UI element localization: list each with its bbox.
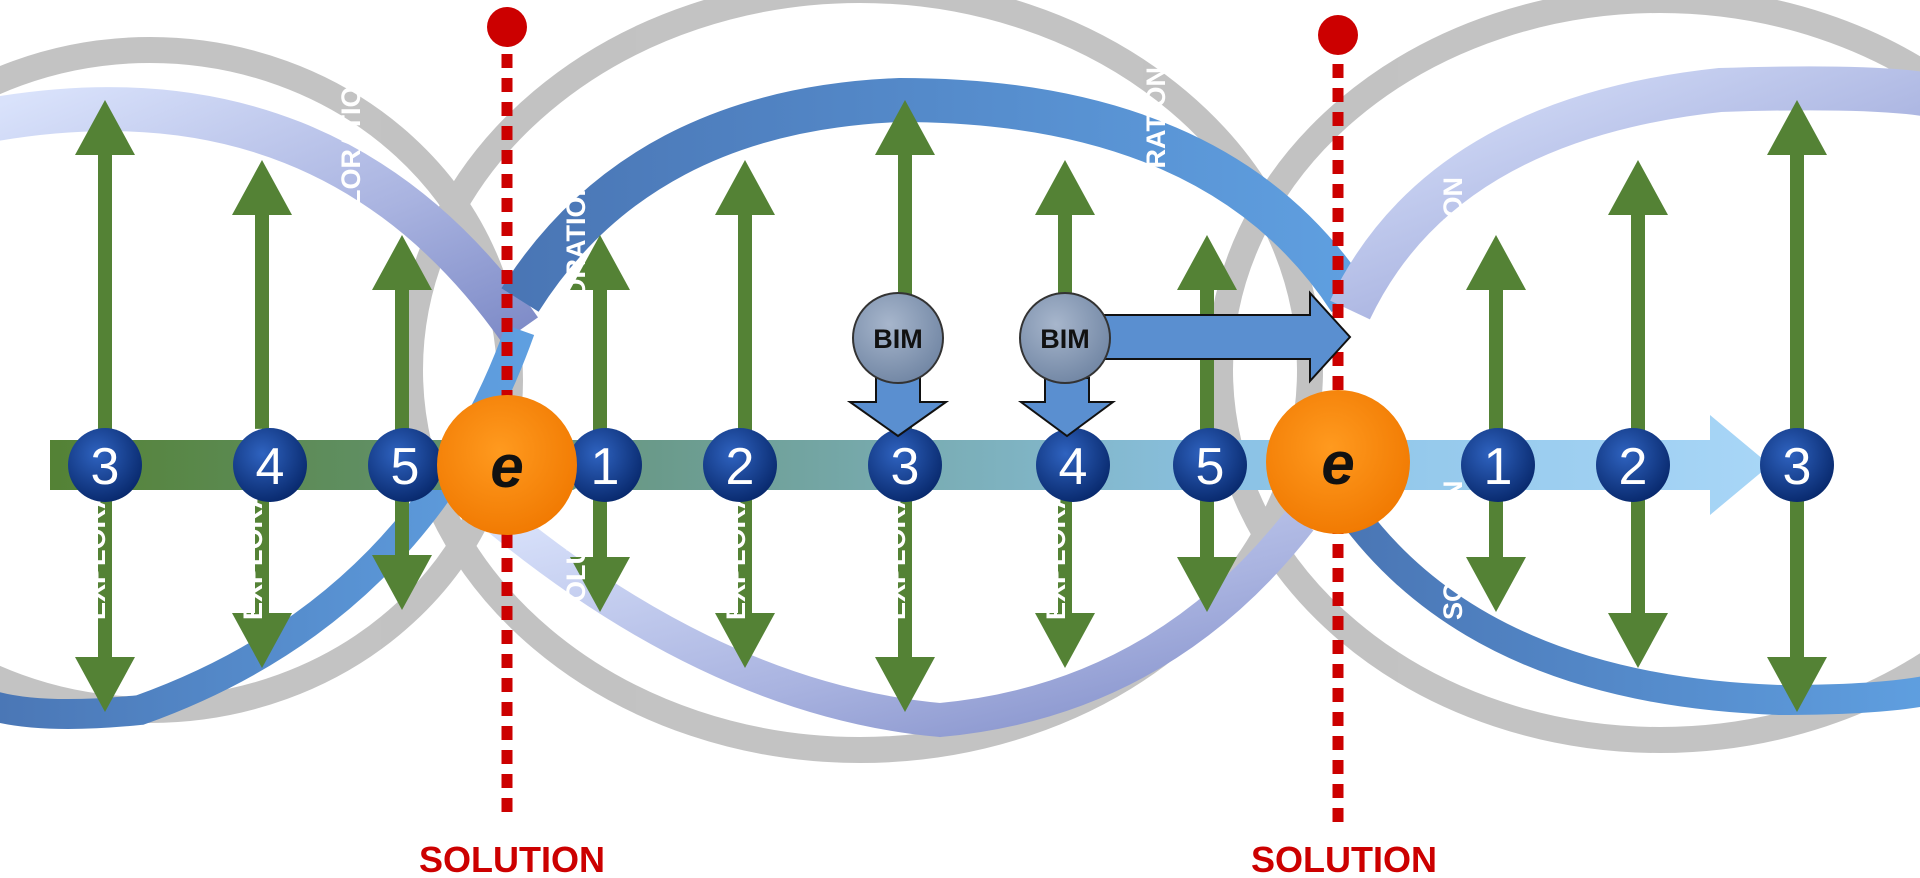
step-circle-1: 3 — [68, 428, 142, 502]
solution-node-2-label: e — [1321, 430, 1354, 497]
exploration-arrow-11 — [1767, 100, 1827, 712]
helix-ribbons — [0, 66, 1920, 738]
step-circle-4: 1 — [568, 428, 642, 502]
step-number-6: 3 — [891, 438, 920, 496]
vertical-label-9: EXPLORATION — [1141, 67, 1171, 260]
exploration-arrow-2 — [232, 160, 292, 668]
solution-caption-2: SOLUTION — [1251, 839, 1437, 878]
step-circle-11: 3 — [1760, 428, 1834, 502]
step-number-7: 4 — [1059, 438, 1088, 496]
step-number-1: 3 — [91, 438, 120, 496]
vertical-label-10: EXPLORATION — [1438, 177, 1468, 370]
exploration-arrow-10 — [1608, 160, 1668, 668]
bim-group-1: BIM — [846, 292, 950, 438]
step-circle-7: 4 — [1036, 428, 1110, 502]
step-circle-8: 5 — [1173, 428, 1247, 502]
exploration-arrow-5 — [715, 160, 775, 668]
solution-node-1: e — [437, 395, 577, 535]
step-number-10: 2 — [1619, 438, 1648, 496]
solution-dot-2 — [1318, 15, 1358, 55]
step-number-4: 1 — [591, 438, 620, 496]
bim-group-2: BIM — [1017, 290, 1352, 438]
exploration-arrow-1 — [75, 100, 135, 712]
solution-dot-1 — [487, 7, 527, 47]
step-number-5: 2 — [726, 438, 755, 496]
step-number-8: 5 — [1196, 438, 1225, 496]
step-circle-6: 3 — [868, 428, 942, 502]
vertical-label-4: EXPLORATION — [561, 177, 591, 370]
solution-node-2: e — [1266, 390, 1410, 534]
step-number-3: 5 — [391, 438, 420, 496]
step-number-11: 3 — [1783, 438, 1812, 496]
solution-node-1-label: e — [490, 433, 523, 500]
bim-label-1: BIM — [873, 324, 923, 354]
step-number-9: 1 — [1484, 438, 1513, 496]
step-circle-5: 2 — [703, 428, 777, 502]
vertical-label-5: SOLUTION — [561, 481, 591, 621]
vertical-label-11: SOLUTION — [1438, 481, 1468, 621]
step-number-2: 4 — [256, 438, 285, 496]
step-circle-9: 1 — [1461, 428, 1535, 502]
step-circles: 3 4 5 1 2 3 4 5 1 2 3 — [68, 428, 1834, 502]
bim-label-2: BIM — [1040, 324, 1090, 354]
exploration-arrow-9 — [1466, 235, 1526, 612]
step-circle-2: 4 — [233, 428, 307, 502]
step-circle-3: 5 — [368, 428, 442, 502]
vertical-label-3: EXPLORATION — [336, 67, 366, 260]
solution-caption-1: SOLUTION — [419, 839, 605, 878]
step-circle-10: 2 — [1596, 428, 1670, 502]
